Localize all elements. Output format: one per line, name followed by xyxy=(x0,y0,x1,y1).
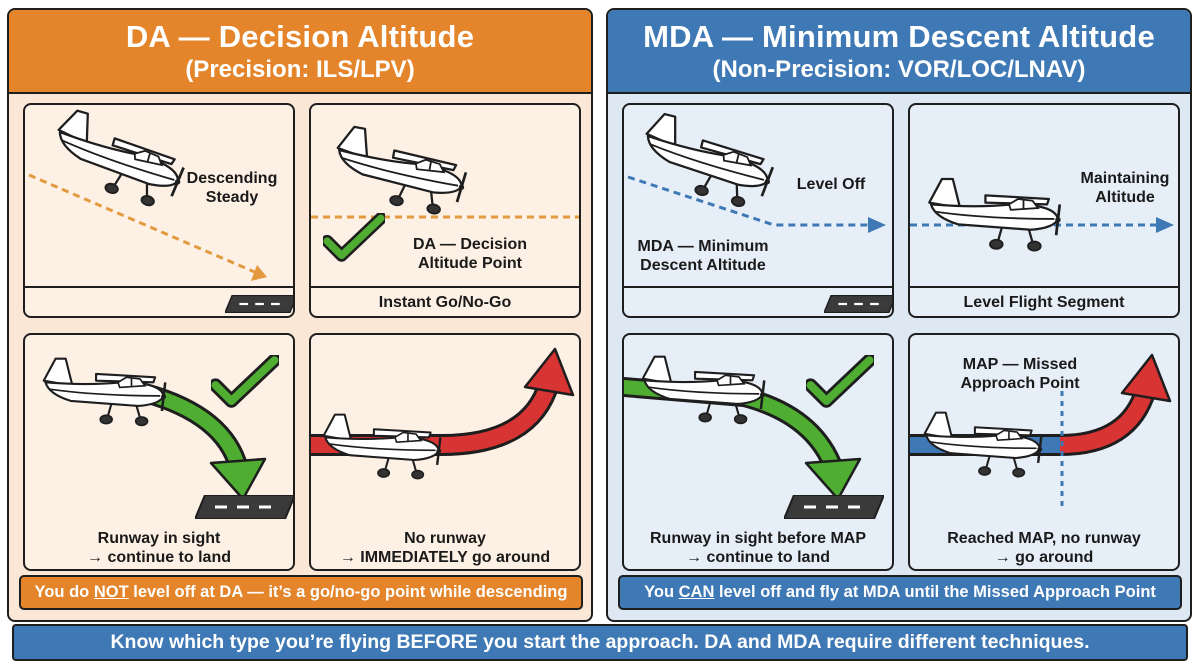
runway-in-sight-caption-line1: Runway in sight xyxy=(97,530,221,547)
airplane-icon xyxy=(322,413,443,480)
mda-column: MDA — Minimum Descent Altitude (Non-Prec… xyxy=(606,8,1192,622)
da-panel-descending-graphic xyxy=(28,105,293,313)
da-banner-post: level off at DA — it’s a go/no-go point … xyxy=(128,583,568,601)
runway-icon xyxy=(784,495,884,519)
runway-in-sight-caption-line2: → continue to land xyxy=(87,549,231,566)
level-flight-segment-caption: Level Flight Segment xyxy=(963,294,1125,311)
footer-banner: Know which type you’re flying BEFORE you… xyxy=(12,624,1188,661)
mda-panel-map-graphic xyxy=(910,353,1172,507)
divider xyxy=(624,286,892,288)
airplane-icon xyxy=(641,355,767,425)
da-panel-runway-in-sight: Runway in sight → continue to land xyxy=(23,333,295,571)
mda-banner: You CAN level off and fly at MDA until t… xyxy=(618,575,1182,610)
reached-map-caption: Reached MAP, no runway → go around xyxy=(910,529,1178,567)
mda-minimum-label-line1: MDA — Minimum xyxy=(637,238,769,255)
checkmark-icon xyxy=(216,360,275,401)
da-panel-go-around-graphic xyxy=(311,347,575,480)
runway-icon xyxy=(824,295,892,313)
da-panel-descending: Descending Steady xyxy=(23,103,295,318)
descending-label: Descending Steady xyxy=(177,169,287,207)
mda-banner-post: level off and fly at MDA until the Misse… xyxy=(714,583,1156,601)
da-panel-go-around: No runway → IMMEDIATELY go around xyxy=(309,333,581,571)
da-title: DA — Decision Altitude xyxy=(125,19,475,54)
level-off-label: Level Off xyxy=(796,176,866,193)
mda-minimum-label: MDA — Minimum Descent Altitude xyxy=(628,237,778,275)
descending-label-line2: Steady xyxy=(205,189,259,206)
no-runway-caption-line2: → IMMEDIATELY go around xyxy=(339,549,551,566)
reached-map-caption-line2: → go around xyxy=(994,549,1094,566)
airplane-icon xyxy=(327,123,473,220)
runway-before-map-caption: Runway in sight before MAP → continue to… xyxy=(624,529,892,567)
mda-subtitle: (Non-Precision: VOR/LOC/LNAV) xyxy=(712,56,1086,83)
runway-before-map-caption-line1: Runway in sight before MAP xyxy=(649,530,866,547)
runway-in-sight-caption: Runway in sight → continue to land xyxy=(25,529,293,567)
divider xyxy=(25,286,293,288)
descending-label-line1: Descending xyxy=(186,170,278,187)
mda-minimum-label-line2: Descent Altitude xyxy=(640,257,766,274)
mda-panel-land-graphic xyxy=(624,335,884,519)
no-runway-caption-line1: No runway xyxy=(404,530,486,547)
decision-point-label: DA — Decision Altitude Point xyxy=(395,235,545,273)
airplane-icon xyxy=(927,177,1063,252)
runway-icon xyxy=(225,295,293,313)
map-label-line1: MAP — Missed xyxy=(962,356,1078,373)
mda-panel-level-off: Level Off MDA — Minimum Descent Altitude xyxy=(622,103,894,318)
da-panel-land-graphic xyxy=(42,335,293,519)
instant-go-no-go-caption: Instant Go/No-Go xyxy=(378,294,512,311)
mda-header: MDA — Minimum Descent Altitude (Non-Prec… xyxy=(608,10,1190,94)
reached-map-caption-line1: Reached MAP, no runway xyxy=(947,530,1141,547)
airplane-icon xyxy=(44,105,193,214)
no-runway-caption: No runway → IMMEDIATELY go around xyxy=(311,529,579,567)
mda-panel-level-flight-graphic xyxy=(910,177,1174,252)
mda-panel-map-go-around: MAP — Missed Approach Point Reached MAP,… xyxy=(908,333,1180,571)
mda-banner-emphasis: CAN xyxy=(678,583,715,601)
maintaining-altitude-label: Maintaining Altitude xyxy=(1070,169,1178,207)
da-column: DA — Decision Altitude (Precision: ILS/L… xyxy=(7,8,593,622)
da-banner-emphasis: NOT xyxy=(93,583,129,601)
divider xyxy=(311,286,579,288)
map-missed-approach-label: MAP — Missed Approach Point xyxy=(940,355,1100,393)
mda-panel-level-flight: Maintaining Altitude Level Flight Segmen… xyxy=(908,103,1180,318)
divider xyxy=(910,286,1178,288)
da-panel-decision-point: DA — Decision Altitude Point Instant Go/… xyxy=(309,103,581,318)
mda-banner-pre: You xyxy=(644,583,679,601)
da-panel-decision-graphic xyxy=(311,123,579,318)
airplane-icon xyxy=(42,357,168,427)
decision-point-label-line2: Altitude Point xyxy=(418,255,522,272)
checkmark-icon xyxy=(811,360,870,401)
decision-point-label-line1: DA — Decision xyxy=(412,236,528,253)
airplane-icon xyxy=(633,109,782,214)
runway-before-map-caption-line2: → continue to land xyxy=(686,549,830,566)
checkmark-icon xyxy=(327,218,381,255)
da-subtitle: (Precision: ILS/LPV) xyxy=(185,56,415,83)
airplane-icon xyxy=(923,411,1044,478)
map-label-line2: Approach Point xyxy=(960,375,1080,392)
maintaining-altitude-label-line1: Maintaining xyxy=(1080,170,1170,187)
runway-icon xyxy=(195,495,293,519)
da-header: DA — Decision Altitude (Precision: ILS/L… xyxy=(9,10,591,94)
mda-title: MDA — Minimum Descent Altitude xyxy=(643,19,1155,54)
da-banner-pre: You do xyxy=(34,583,94,601)
maintaining-altitude-label-line2: Altitude xyxy=(1095,189,1155,206)
mda-panel-runway-in-sight: Runway in sight before MAP → continue to… xyxy=(622,333,894,571)
mda-panel-level-off-graphic xyxy=(627,109,892,313)
da-banner: You do NOT level off at DA — it’s a go/n… xyxy=(19,575,583,610)
